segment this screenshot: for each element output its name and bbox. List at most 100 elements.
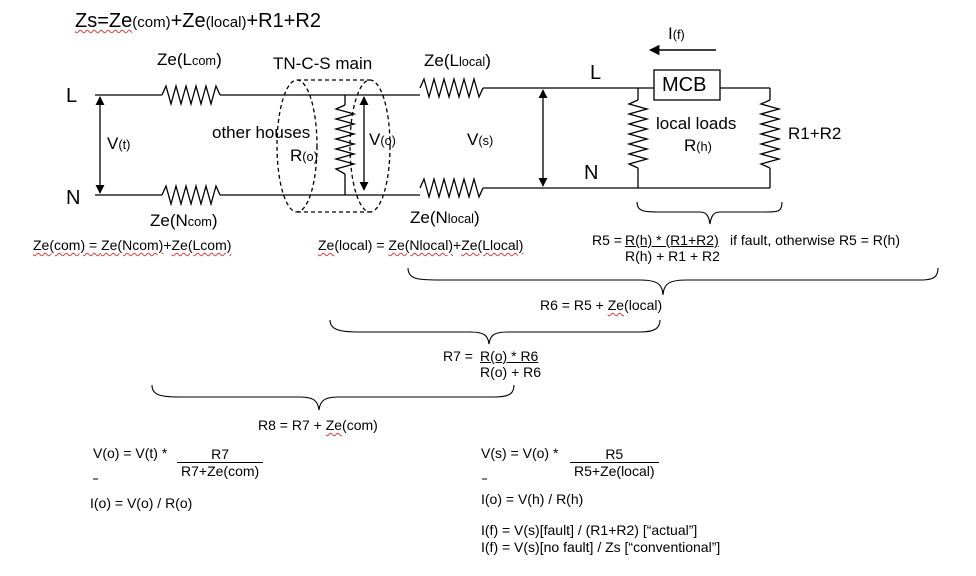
vs-main: V xyxy=(467,130,479,149)
braces xyxy=(151,201,939,411)
neutral-conductor xyxy=(95,176,770,207)
mcb-box xyxy=(653,69,721,101)
label-r-h: R(h) xyxy=(684,137,712,154)
eq-ze-local-lhs1: Ze xyxy=(318,237,335,253)
label-tncs-main: TN-C-S main xyxy=(273,54,373,73)
label-l-right: L xyxy=(590,62,602,84)
ze-l-com-close: ) xyxy=(216,50,222,69)
eq-r7-den: R(o) + R6 xyxy=(480,364,542,381)
ze-n-com-sub: com xyxy=(187,214,212,229)
vo-main: V xyxy=(369,130,381,149)
eq-ze-local-rhs1: Ze(Nlocal) xyxy=(388,237,453,253)
r-h-main: R xyxy=(684,136,697,155)
brace-r7 xyxy=(329,319,661,345)
label-n-left: N xyxy=(66,187,81,209)
eq-vs-num: R5 xyxy=(570,446,659,464)
ze-l-local-sub: local xyxy=(458,54,486,69)
label-vo: V(o) xyxy=(369,131,396,148)
eq-r5-lhs: R5 = xyxy=(592,232,622,248)
vo-sub: (o) xyxy=(380,133,396,148)
eq-vo-frac: R7 R7+Ze(com) xyxy=(177,446,264,480)
resistor-ze-n-com xyxy=(161,183,221,207)
eq-r5-num: R(h) * (R1+R2) xyxy=(625,232,719,248)
eq-ze-com-plus: + xyxy=(163,237,172,253)
brace-r6 xyxy=(407,267,939,296)
if-sub: (f) xyxy=(672,27,685,42)
ze-n-local-sub: local xyxy=(447,211,475,226)
eq-r7-num: R(o) * R6 xyxy=(480,348,539,364)
eq-ze-com: Ze(com) = Ze(Ncom)+Ze(Lcom) xyxy=(33,238,231,252)
eq-r8-b: Ze xyxy=(325,417,343,433)
eq-ze-local-rhs2: Ze(Llocal) xyxy=(461,237,524,253)
label-if: I(f) xyxy=(668,25,685,42)
eq-ze-com-lhs: Ze(com) = xyxy=(33,237,102,253)
eq-vs-frac: R5 R5+Ze(local) xyxy=(570,446,659,479)
label-ze-l-com: Ze(Lcom) xyxy=(157,51,222,68)
eq-r6-c: (local) xyxy=(624,297,663,313)
eq-vs-lhs: V(s) = V(o) * xyxy=(481,445,559,461)
ze-n-com-main: Ze(N xyxy=(150,211,188,230)
resistor-ze-n-local xyxy=(419,176,484,200)
eq-ze-com-rhs1: Ze(Ncom) xyxy=(101,237,164,253)
label-ze-l-local: Ze(Llocal) xyxy=(424,52,491,69)
zs-formula-plus: +Ze xyxy=(170,10,206,32)
ze-n-local-close: ) xyxy=(474,208,480,227)
eq-if-conventional: I(f) = V(s)[no fault] / Zs [“conventiona… xyxy=(481,539,721,555)
ze-n-com-close: ) xyxy=(211,211,218,230)
zs-formula-tail: +R1+R2 xyxy=(246,10,321,32)
tncs-boundary xyxy=(276,79,391,213)
eq-vo-den: R7+Ze(com) xyxy=(181,463,260,480)
zs-formula-com: (com) xyxy=(132,14,171,31)
label-other-houses: other houses xyxy=(212,123,311,142)
label-r1-r2: R1+R2 xyxy=(788,124,842,143)
ze-l-local-close: ) xyxy=(485,51,491,70)
r-o-sub: (o) xyxy=(302,149,318,164)
brace-r5 xyxy=(636,201,783,225)
eq-r6-b: Ze xyxy=(607,297,625,313)
live-conductor xyxy=(95,76,770,107)
label-mcb: MCB xyxy=(662,74,707,96)
ze-l-local-main: Ze(L xyxy=(424,51,459,70)
label-local-loads: local loads xyxy=(656,114,737,133)
r-h-sub: (h) xyxy=(696,139,712,154)
eq-vo-num: R7 xyxy=(177,446,264,464)
ze-n-local-main: Ze(N xyxy=(410,208,448,227)
if-main: I xyxy=(668,24,673,43)
eq-ih: I(o) = V(h) / R(h) xyxy=(481,491,584,507)
eq-ze-local-lhs2: (local) = xyxy=(334,237,389,253)
vt-sub: (t) xyxy=(118,137,131,152)
eq-r7-frac: R(o) * R6 R(o) + R6 xyxy=(480,348,541,380)
eq-ze-com-rhs2: Ze(Lcom) xyxy=(171,237,232,253)
brace-r8 xyxy=(151,384,515,411)
eq-vs-den: R5+Ze(local) xyxy=(574,463,655,480)
r-o-main: R xyxy=(290,146,303,165)
label-ze-n-local: Ze(Nlocal) xyxy=(410,209,480,226)
vs-sub: (s) xyxy=(478,133,494,148)
eq-vo-lhs: V(o) = V(t) * xyxy=(93,445,168,461)
resistor-ze-l-local xyxy=(419,76,484,100)
eq-io: I(o) = V(o) / R(o) xyxy=(90,495,193,511)
label-vs: V(s) xyxy=(467,131,493,148)
eq-r6: R6 = R5 + Ze(local) xyxy=(540,298,662,312)
vt-main: V xyxy=(107,134,119,153)
resistor-r-o xyxy=(333,95,357,195)
label-l-left: L xyxy=(66,85,78,107)
eq-ze-local-plus: + xyxy=(453,237,462,253)
zs-formula-main: Zs=Ze xyxy=(75,10,133,32)
eq-r8: R8 = R7 + Ze(com) xyxy=(258,418,378,432)
zs-formula: Zs=Ze(com)+Ze(local)+R1+R2 xyxy=(75,11,321,31)
eq-r7-lhs: R7 = xyxy=(443,348,473,364)
eq-r6-a: R6 = R5 + xyxy=(540,297,608,313)
eq-r5-frac: R(h) * (R1+R2) R(h) + R1 + R2 xyxy=(625,232,720,264)
eq-r8-c: (com) xyxy=(342,417,378,433)
eq-r5-den: R(h) + R1 + R2 xyxy=(625,248,720,265)
resistor-r1-r2 xyxy=(758,88,782,188)
label-ze-n-com: Ze(Ncom) xyxy=(150,212,218,229)
resistor-ze-l-com xyxy=(161,83,221,107)
label-vt: V(t) xyxy=(107,135,130,152)
ze-l-com-sub: com xyxy=(191,53,217,68)
resistor-r-h xyxy=(626,88,650,188)
eq-ze-local: Ze(local) = Ze(Nlocal)+Ze(Llocal) xyxy=(318,238,523,252)
zs-formula-local: (local) xyxy=(205,14,247,31)
